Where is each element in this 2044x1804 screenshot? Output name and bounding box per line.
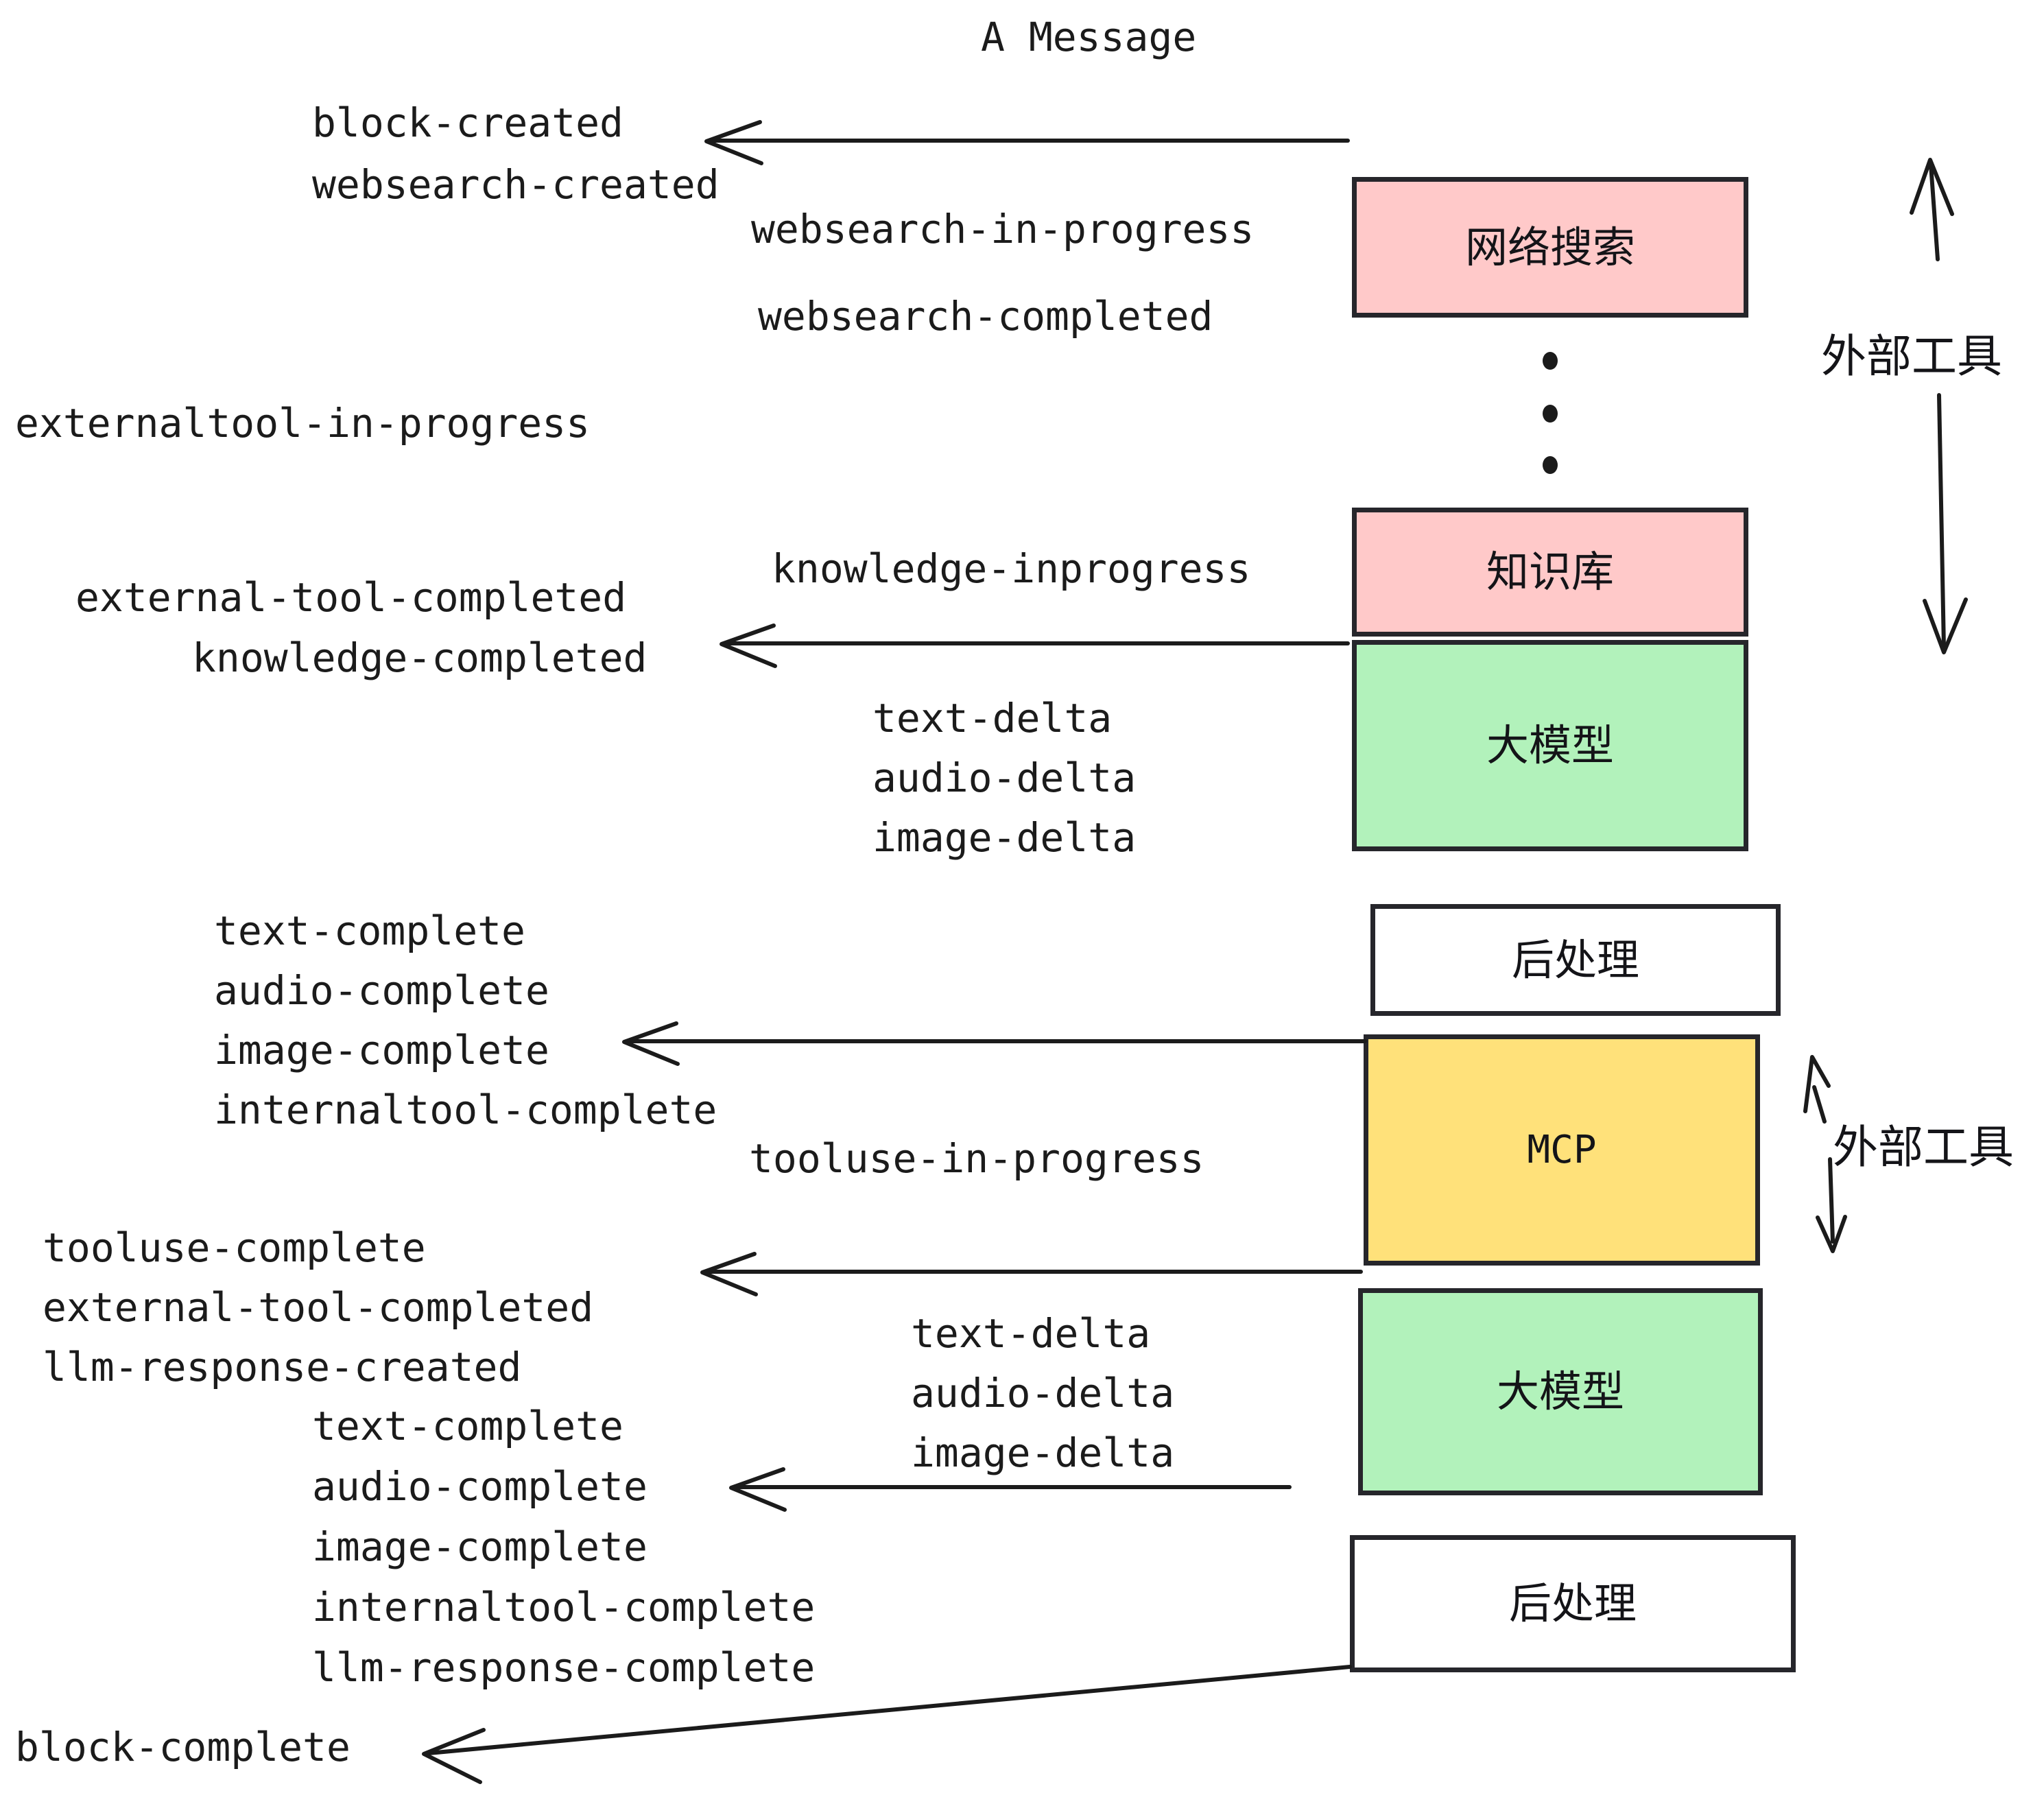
node-postprocess-1[interactable]: 后处理 — [1370, 904, 1781, 1016]
node-llm-1-label: 大模型 — [1486, 720, 1614, 770]
group-label-external-tools-top: 外部工具 — [1821, 330, 2002, 383]
event-block-created: block-created — [312, 99, 623, 146]
node-postprocess-2[interactable]: 后处理 — [1350, 1535, 1796, 1672]
node-knowledge[interactable]: 知识库 — [1352, 508, 1748, 637]
event-image-complete-2: image-complete — [312, 1523, 647, 1570]
ellipsis-dot-1 — [1543, 352, 1558, 370]
event-image-delta-2: image-delta — [911, 1429, 1175, 1476]
event-knowledge-inprogress: knowledge-inprogress — [772, 545, 1251, 592]
node-llm-2[interactable]: 大模型 — [1358, 1288, 1763, 1495]
event-text-complete-2: text-complete — [312, 1403, 623, 1449]
arrow-mcp-to-tooluse-complete — [700, 1252, 1363, 1296]
node-llm-1[interactable]: 大模型 — [1352, 640, 1748, 851]
event-knowledge-completed: knowledge-completed — [192, 634, 647, 681]
event-audio-delta-1: audio-delta — [872, 755, 1137, 801]
ellipsis-dot-2 — [1543, 405, 1558, 423]
external-tools-arrow-bottom-up — [1803, 1055, 1831, 1124]
event-websearch-created: websearch-created — [312, 161, 720, 208]
event-tooluse-complete: tooluse-complete — [43, 1224, 426, 1271]
event-image-delta-1: image-delta — [872, 814, 1137, 861]
event-audio-delta-2: audio-delta — [911, 1370, 1175, 1416]
node-mcp-label: MCP — [1527, 1127, 1597, 1172]
event-audio-complete-2: audio-complete — [312, 1463, 647, 1510]
node-knowledge-label: 知识库 — [1486, 547, 1614, 597]
event-llm-response-created: llm-response-created — [43, 1344, 522, 1390]
event-text-complete-1: text-complete — [214, 907, 525, 954]
event-tooluse-in-progress: tooluse-in-progress — [749, 1135, 1204, 1182]
node-llm-2-label: 大模型 — [1496, 1366, 1624, 1416]
event-block-complete: block-complete — [15, 1724, 350, 1770]
ellipsis-dot-3 — [1543, 456, 1558, 474]
event-text-delta-2: text-delta — [911, 1310, 1151, 1357]
event-websearch-completed: websearch-completed — [758, 293, 1213, 340]
group-label-external-tools-bottom: 外部工具 — [1833, 1121, 2014, 1174]
external-tools-arrow-top-down — [1923, 393, 1968, 654]
event-audio-complete-1: audio-complete — [214, 967, 549, 1014]
event-image-complete-1: image-complete — [214, 1027, 549, 1073]
arrow-knowledge-to-knowledge-completed — [720, 624, 1350, 668]
event-internaltool-complete-1: internaltool-complete — [214, 1087, 717, 1133]
node-websearch-label: 网络搜索 — [1464, 222, 1635, 272]
event-internaltool-complete-2: internaltool-complete — [312, 1584, 816, 1630]
node-mcp[interactable]: MCP — [1364, 1034, 1760, 1266]
event-llm-response-complete: llm-response-complete — [312, 1644, 816, 1691]
node-postprocess-1-label: 后处理 — [1511, 934, 1639, 985]
arrow-postprocess1-to-image-complete — [622, 1021, 1367, 1066]
event-websearch-in-progress: websearch-in-progress — [751, 206, 1255, 252]
page-title: A Message — [981, 14, 1197, 60]
external-tools-arrow-top-up — [1910, 158, 1954, 261]
node-websearch[interactable]: 网络搜索 — [1352, 177, 1748, 318]
node-postprocess-2-label: 后处理 — [1508, 1578, 1637, 1628]
event-external-tool-completed-2: external-tool-completed — [43, 1284, 594, 1331]
event-text-delta-1: text-delta — [872, 695, 1113, 741]
arrow-websearch-to-block-created — [704, 120, 1350, 165]
event-externaltool-in-progress: externaltool-in-progress — [15, 400, 591, 447]
event-external-tool-completed-1: external-tool-completed — [75, 574, 627, 621]
